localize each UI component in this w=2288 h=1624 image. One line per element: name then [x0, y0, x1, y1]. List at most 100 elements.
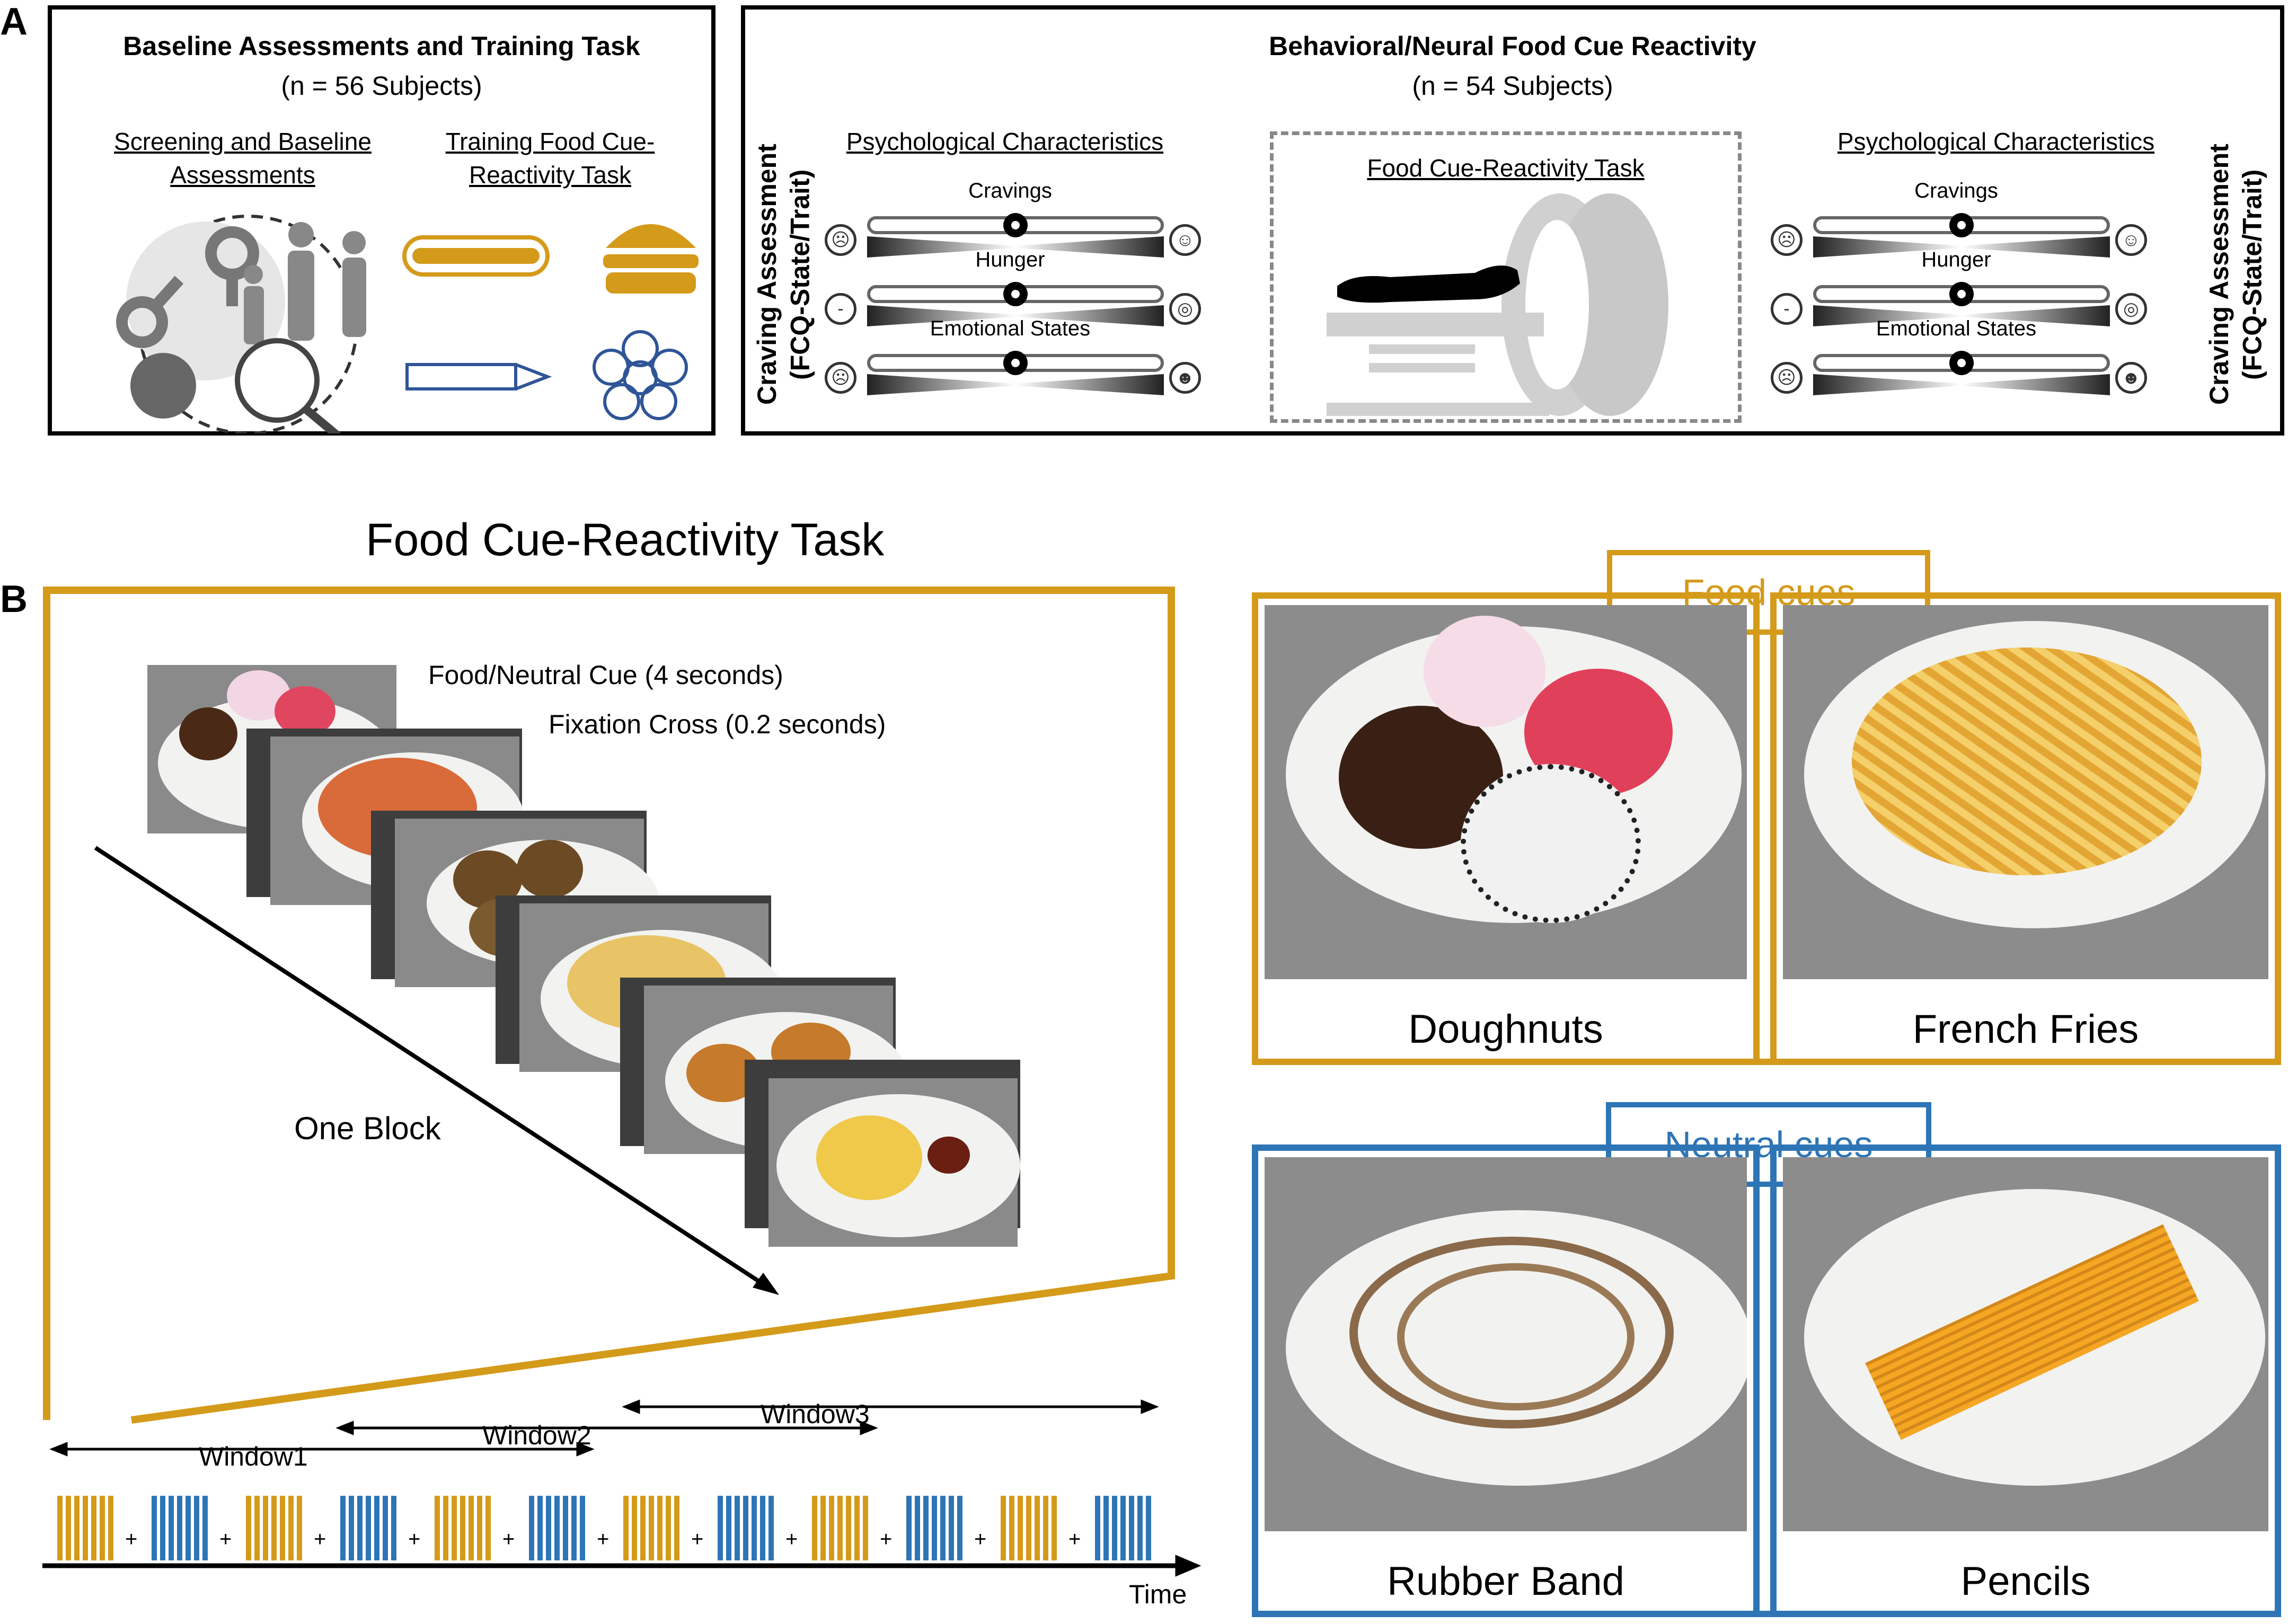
scale-label-cravings: Cravings — [968, 179, 1052, 202]
fixation-plus: + — [502, 1528, 515, 1551]
craving-assessment-right-label: Craving Assessment(FCQ-State/Trait) — [2204, 144, 2267, 405]
food-block — [435, 1496, 493, 1560]
hotdog-icon — [402, 235, 550, 277]
neutral-block — [906, 1496, 965, 1560]
cravings-knob — [1003, 213, 1028, 237]
block-arrow — [94, 846, 770, 1290]
fixation-plus: + — [408, 1528, 421, 1551]
reactivity-subtitle: (n = 54 Subjects) — [1412, 71, 1613, 101]
neutral-block — [1095, 1496, 1153, 1560]
one-block-label: One Block — [294, 1111, 441, 1146]
globe-icon — [130, 353, 196, 419]
magnifier-icon — [235, 338, 320, 423]
rubber-band-card: Rubber Band — [1252, 1144, 1760, 1617]
family-icon — [244, 222, 366, 344]
scale-label-emotional-r: Emotional States — [1876, 317, 2037, 340]
reactivity-title: Behavioral/Neural Food Cue Reactivity — [1269, 31, 1756, 61]
craving-face-icon: ☺ — [2115, 224, 2147, 256]
panel-a-letter: A — [0, 1, 28, 43]
emotional-knob-r — [1949, 351, 1974, 375]
pencil-icon — [405, 363, 552, 391]
doughnuts-caption: Doughnuts — [1265, 1006, 1747, 1052]
block-sequence: + + + + + + + + + + + — [57, 1496, 1170, 1560]
cue-duration-label: Food/Neutral Cue (4 seconds) — [428, 660, 783, 690]
tired-face-icon: - — [1771, 293, 1803, 325]
food-block — [1001, 1496, 1059, 1560]
scale-label-hunger: Hunger — [975, 248, 1045, 271]
pencils-caption: Pencils — [1783, 1558, 2268, 1604]
screening-illustration — [116, 215, 366, 433]
doughnuts-card: Doughnuts — [1252, 592, 1760, 1065]
hungry-face-icon: ◎ — [2115, 293, 2147, 325]
gender-symbols-icon — [116, 226, 259, 348]
reactivity-box: Behavioral/Neural Food Cue Reactivity (n… — [741, 5, 2284, 436]
flower-icon — [593, 330, 688, 420]
fixation-plus: + — [691, 1528, 704, 1551]
burger-icon — [603, 224, 699, 294]
french-fries-card: French Fries — [1770, 592, 2281, 1065]
timeline — [42, 1399, 1202, 1577]
emotional-knob — [1003, 351, 1028, 375]
fixation-plus: + — [974, 1528, 987, 1551]
happy-face-icon: ☻ — [2115, 362, 2147, 394]
psych-scales-left: Cravings ☹ ☺ Hunger - ◎ Emotional States… — [825, 179, 1201, 412]
tired-face-icon: - — [825, 293, 856, 325]
neutral-block — [718, 1496, 776, 1560]
french-fries-caption: French Fries — [1783, 1006, 2268, 1052]
food-block — [246, 1496, 304, 1560]
fixation-plus: + — [1068, 1528, 1081, 1551]
fixation-plus: + — [597, 1528, 609, 1551]
scale-label-cravings-r: Cravings — [1914, 179, 1998, 202]
panel-b-letter: B — [0, 578, 28, 620]
craving-assessment-left-label: Craving Assessment(FCQ-State/Trait) — [752, 144, 815, 405]
neutral-block — [529, 1496, 587, 1560]
scale-label-hunger-r: Hunger — [1921, 248, 1991, 271]
baseline-title: Baseline Assessments and Training Task — [123, 31, 640, 61]
food-block — [57, 1496, 116, 1560]
psych-heading-right: Psychological Characteristics — [1837, 128, 2155, 155]
psych-scales-right: Cravings ☹ ☺ Hunger - ◎ Emotional States… — [1771, 179, 2147, 412]
happy-face-icon: ☻ — [1169, 362, 1201, 394]
rubber-band-caption: Rubber Band — [1265, 1558, 1747, 1604]
scale-label-emotional: Emotional States — [930, 317, 1091, 340]
food-block — [623, 1496, 682, 1560]
window2-label: Window2 — [482, 1421, 591, 1450]
baseline-subtitle: (n = 56 Subjects) — [281, 71, 482, 101]
task-title: Food Cue-Reactivity Task — [366, 514, 885, 565]
block-arrowhead — [753, 1273, 779, 1295]
training-illustration — [402, 224, 699, 420]
training-heading-1: Training Food Cue- — [445, 128, 655, 155]
food-block — [812, 1496, 870, 1560]
psych-heading-left: Psychological Characteristics — [846, 128, 1164, 155]
sad-face-icon: ☹ — [825, 224, 856, 256]
person-silhouette-icon — [1337, 265, 1520, 303]
fixation-duration-label: Fixation Cross (0.2 seconds) — [549, 709, 886, 739]
screening-heading-1: Screening and Baseline — [114, 128, 372, 155]
cravings-knob-r — [1949, 213, 1974, 237]
hunger-knob — [1003, 282, 1028, 306]
neutral-block — [340, 1496, 399, 1560]
neutral-block — [152, 1496, 210, 1560]
unhappy-face-icon: ☹ — [1771, 362, 1803, 394]
pencils-card: Pencils — [1770, 1144, 2281, 1617]
hungry-face-icon: ◎ — [1169, 293, 1201, 325]
screening-heading-2: Assessments — [170, 161, 315, 189]
scanner-heading: Food Cue-Reactivity Task — [1367, 154, 1645, 182]
window3-label: Window3 — [761, 1399, 870, 1429]
fixation-plus: + — [314, 1528, 326, 1551]
stimulus-fries — [768, 1078, 1020, 1247]
time-axis-label: Time — [1129, 1579, 1187, 1609]
sad-face-icon: ☹ — [1771, 224, 1803, 256]
unhappy-face-icon: ☹ — [825, 362, 856, 394]
fixation-plus: + — [880, 1528, 893, 1551]
hunger-knob-r — [1949, 282, 1974, 306]
window1-label: Window1 — [199, 1442, 308, 1471]
training-heading-2: Reactivity Task — [469, 161, 631, 189]
scanner-task-box: Food Cue-Reactivity Task — [1270, 131, 1742, 423]
mri-scanner-icon — [1327, 193, 1668, 416]
craving-face-icon: ☺ — [1169, 224, 1201, 256]
fixation-plus: + — [785, 1528, 798, 1551]
fixation-plus: + — [125, 1528, 138, 1551]
fixation-plus: + — [219, 1528, 232, 1551]
baseline-box: Baseline Assessments and Training Task (… — [48, 5, 715, 436]
